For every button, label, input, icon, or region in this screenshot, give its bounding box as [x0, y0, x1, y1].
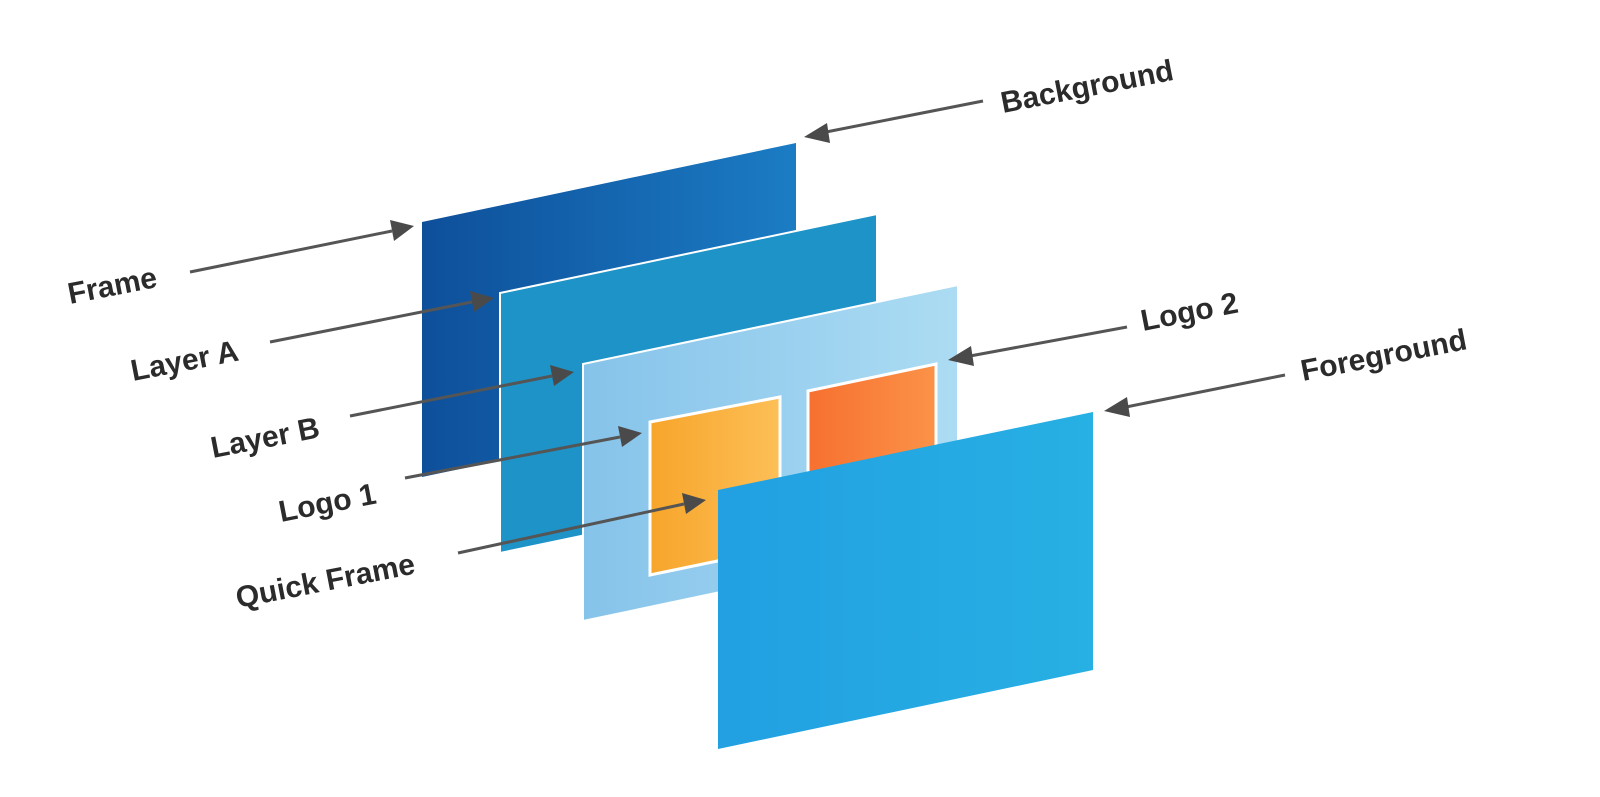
- foreground-panel: [718, 412, 1093, 749]
- label-logo-1: Logo 1: [276, 478, 379, 529]
- label-quick-frame: Quick Frame: [233, 548, 418, 615]
- label-foreground: Foreground: [1298, 323, 1470, 388]
- label-background: Background: [998, 54, 1176, 120]
- label-frame: Frame: [65, 261, 160, 311]
- label-layer-a: Layer A: [128, 335, 241, 388]
- leader-foreground: [1104, 373, 1286, 417]
- leader-quick-frame: [457, 493, 706, 555]
- leader-logo-1: [404, 426, 642, 480]
- leader-layer-b: [349, 365, 574, 418]
- label-layer-b: Layer B: [208, 411, 322, 464]
- leader-frame: [189, 220, 414, 274]
- leader-background: [804, 99, 984, 143]
- leader-logo-2: [948, 325, 1128, 366]
- label-logo-2: Logo 2: [1138, 287, 1241, 338]
- leader-layer-a: [269, 291, 494, 344]
